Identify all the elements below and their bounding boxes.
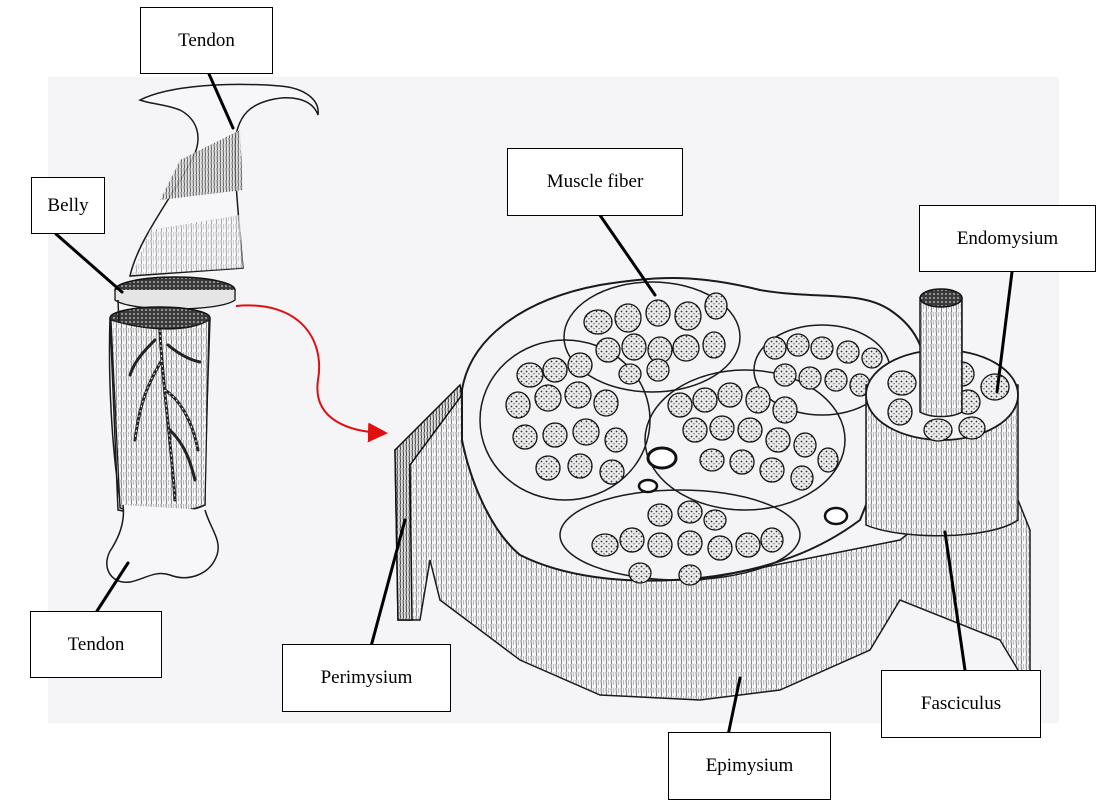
vessel-section [639, 480, 657, 492]
label-fasciculus: Fasciculus [881, 670, 1041, 738]
label-tendon-bottom: Tendon [30, 611, 162, 678]
vessel-section [648, 448, 676, 468]
label-endomysium: Endomysium [919, 205, 1096, 272]
single-fiber [920, 298, 962, 417]
label-epimysium: Epimysium [668, 732, 831, 800]
label-belly: Belly [31, 177, 105, 234]
belly-slice-edge [115, 290, 235, 309]
label-muscle-fiber: Muscle fiber [507, 148, 683, 216]
label-perimysium: Perimysium [282, 644, 451, 712]
single-fiber-top [920, 289, 962, 307]
vessel-section [825, 508, 847, 524]
label-tendon-top: Tendon [140, 7, 273, 74]
